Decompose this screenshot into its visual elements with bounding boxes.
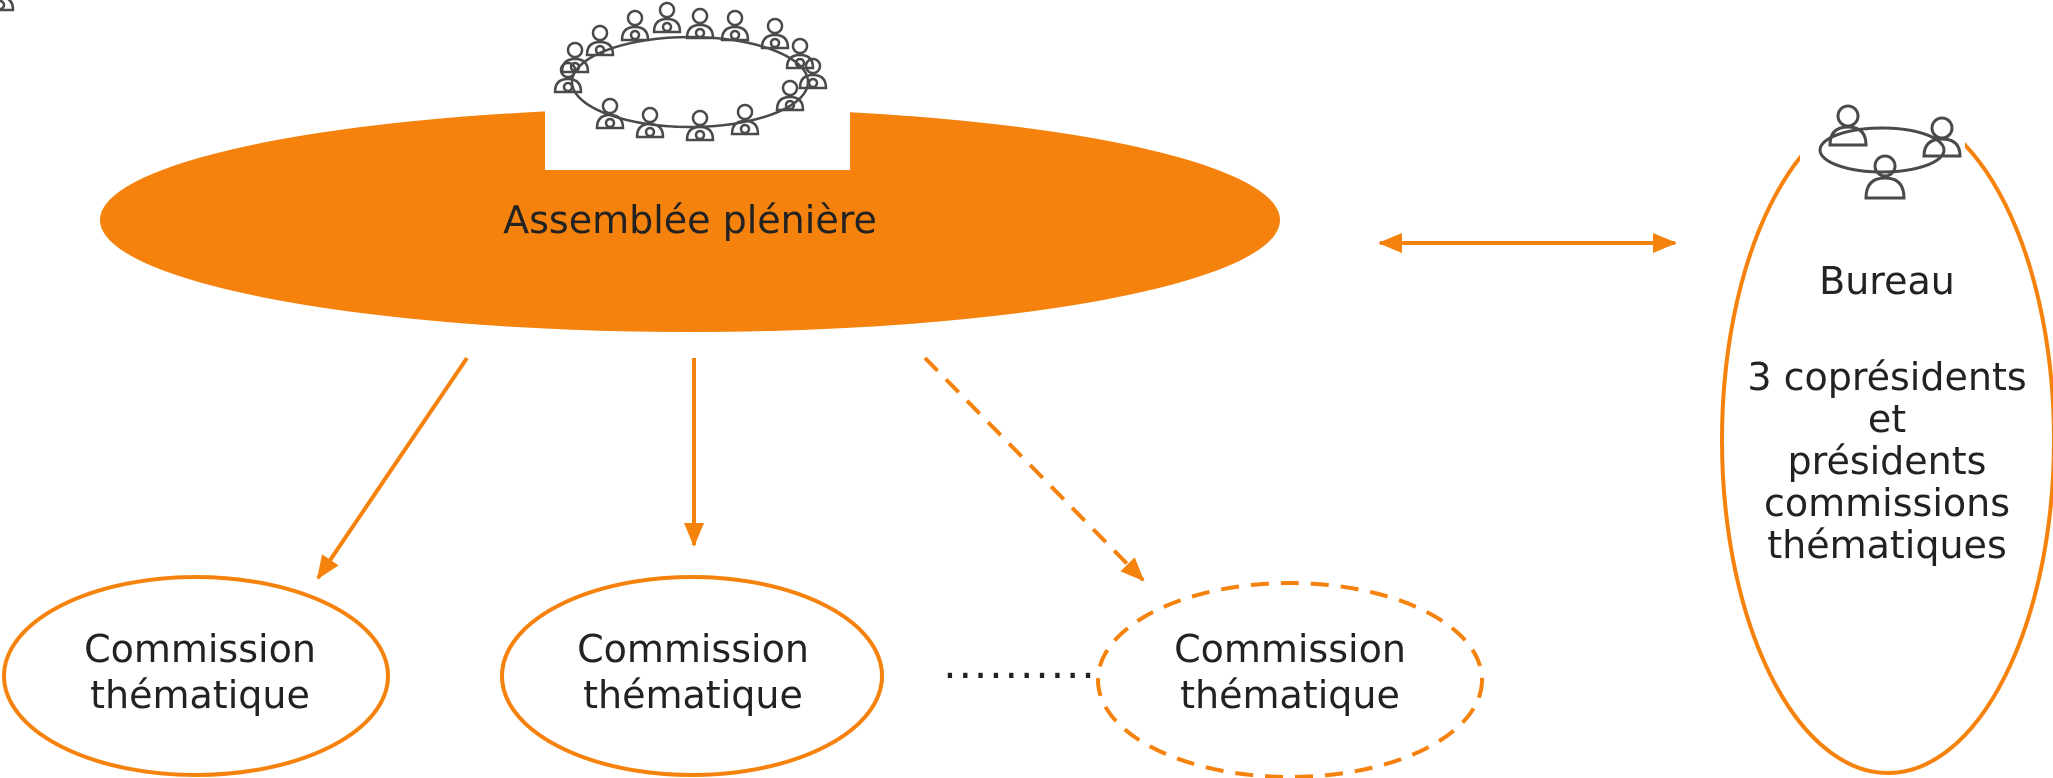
commission-1-line-2: thématique — [90, 673, 310, 717]
arrow-to-commission-1 — [316, 356, 469, 580]
bureau-line-5: thématiques — [1767, 523, 2007, 567]
assembly-ellipse — [100, 108, 1280, 332]
commission-1: Commission thématique — [2, 575, 390, 777]
commission-2-line-1: Commission — [577, 627, 809, 671]
ellipsis-dots: .......... — [943, 639, 1097, 688]
assembly-label: Assemblée plénière — [503, 198, 877, 242]
round-table-meeting-icon — [0, 0, 828, 142]
commission-2-line-2: thématique — [583, 673, 803, 717]
commission-3-line-2: thématique — [1180, 673, 1400, 717]
commission-1-line-1: Commission — [84, 627, 316, 671]
bureau-line-4: commissions — [1764, 481, 2010, 525]
bureau-line-3: présidents — [1788, 439, 1987, 483]
bureau-line-2: et — [1868, 397, 1906, 441]
commission-2-ellipse — [500, 575, 884, 777]
bureau-line-1: 3 coprésidents — [1747, 355, 2026, 399]
commission-2: Commission thématique — [500, 575, 884, 777]
assembly-node: Assemblée plénière — [100, 0, 1280, 332]
small-meeting-icon — [1818, 104, 1962, 200]
commission-1-ellipse — [2, 575, 390, 777]
bureau-node: Bureau 3 coprésidents et présidents comm… — [1720, 95, 2053, 775]
bureau-icon-backdrop — [1800, 95, 1965, 205]
arrow-to-commission-3 — [923, 356, 1145, 582]
commission-3-ellipse — [1096, 581, 1484, 778]
commission-3-line-1: Commission — [1174, 627, 1406, 671]
commission-3: Commission thématique — [1096, 581, 1484, 778]
bureau-title: Bureau — [1819, 259, 1955, 303]
